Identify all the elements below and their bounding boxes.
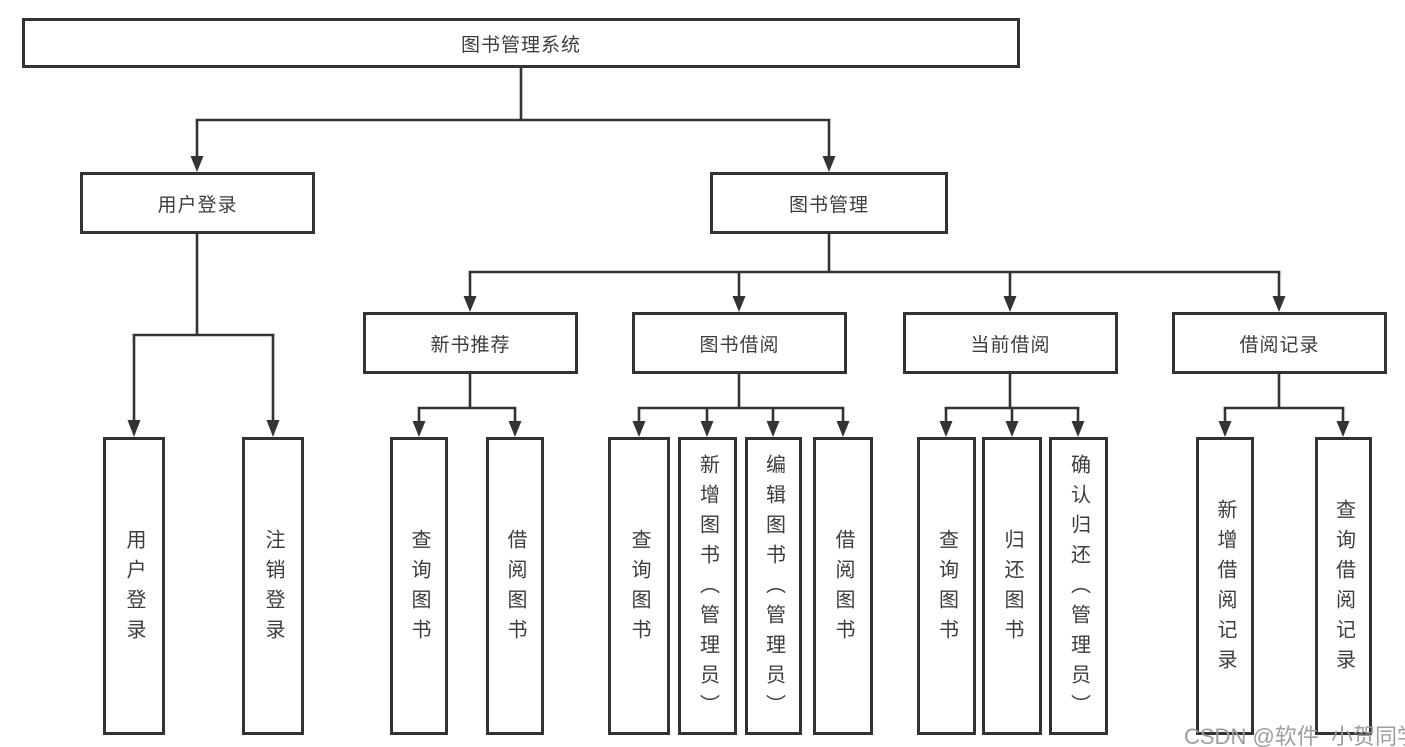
leaf-logout: 注销登录 bbox=[242, 437, 304, 735]
leaf-return-books: 归还图书 bbox=[982, 437, 1042, 735]
leaf-query-books-recommend: 查询图书 bbox=[390, 437, 448, 735]
leaf-add-books-admin: 新增图书（管理员） bbox=[678, 437, 737, 735]
node-user-login: 用户登录 bbox=[80, 172, 315, 234]
csdn-watermark: CSDN @软件_小贺同学 bbox=[1184, 724, 1405, 747]
connector-current-borrow-to-leaves bbox=[939, 372, 1085, 437]
node-new-book-recommend: 新书推荐 bbox=[363, 312, 578, 374]
node-book-borrow: 图书借阅 bbox=[632, 312, 847, 374]
node-book-management: 图书管理 bbox=[710, 172, 948, 234]
connector-borrow-record-to-leaves bbox=[1218, 372, 1350, 437]
node-borrow-records: 借阅记录 bbox=[1172, 312, 1387, 374]
node-library-management-system: 图书管理系统 bbox=[22, 18, 1020, 68]
leaf-edit-books-admin: 编辑图书（管理员） bbox=[745, 437, 802, 735]
connector-book-management-to-level3 bbox=[463, 232, 1286, 312]
node-current-borrow: 当前借阅 bbox=[903, 312, 1118, 374]
leaf-user-login: 用户登录 bbox=[103, 437, 165, 735]
connector-new-book-to-leaves bbox=[412, 372, 522, 437]
leaf-borrow-books-recommend: 借阅图书 bbox=[486, 437, 544, 735]
connector-user-login-to-leaves bbox=[127, 232, 280, 437]
leaf-add-borrow-record: 新增借阅记录 bbox=[1196, 437, 1254, 735]
leaf-query-borrow-record: 查询借阅记录 bbox=[1315, 437, 1372, 735]
leaf-query-books-current: 查询图书 bbox=[917, 437, 976, 735]
connector-root-to-level2 bbox=[190, 66, 836, 172]
connector-book-borrow-to-leaves bbox=[632, 372, 850, 437]
leaf-query-books-borrow: 查询图书 bbox=[608, 437, 670, 735]
leaf-confirm-return-admin: 确认归还（管理员） bbox=[1049, 437, 1108, 735]
leaf-borrow-books: 借阅图书 bbox=[813, 437, 873, 735]
